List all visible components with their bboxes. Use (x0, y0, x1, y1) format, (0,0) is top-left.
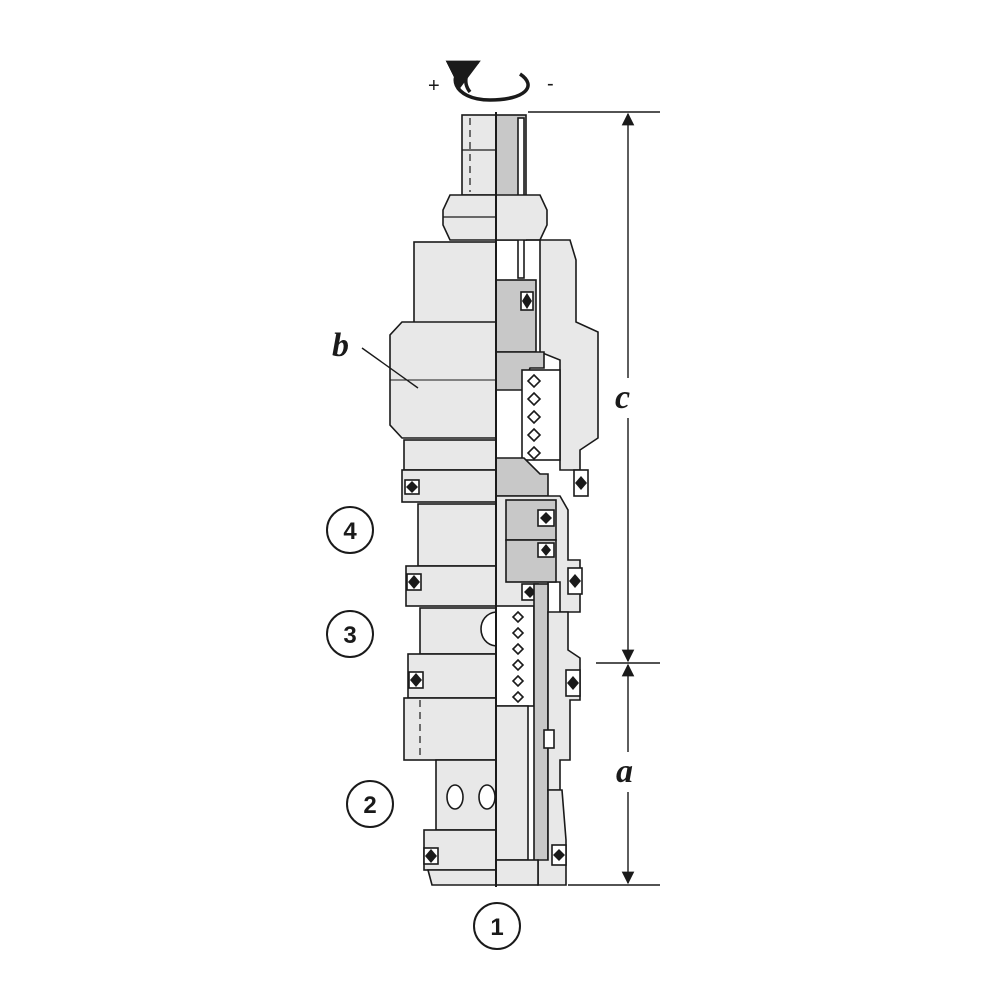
port-label-4: 4 (343, 518, 357, 545)
port-callout-1: 1 (473, 902, 521, 950)
port-callout-3: 3 (326, 610, 374, 658)
adjust-plus-sign: + (428, 75, 440, 97)
hex-label-b: b (332, 327, 349, 364)
port-label-3: 3 (343, 622, 356, 649)
dimension-c-label: c (615, 379, 630, 416)
upper-spring (526, 373, 542, 461)
hex-leader-line (361, 347, 419, 389)
port-label-1: 1 (490, 914, 503, 941)
adjust-minus-sign: - (547, 73, 554, 95)
lower-spring (511, 610, 525, 704)
port-callout-4: 4 (326, 506, 374, 554)
valve-section-view (495, 114, 599, 886)
dimension-a-label: a (616, 753, 633, 790)
port-label-2: 2 (363, 792, 376, 819)
valve-exterior-view (389, 114, 497, 886)
port-callout-2: 2 (346, 780, 394, 828)
rotation-adjust-icon (445, 60, 530, 102)
